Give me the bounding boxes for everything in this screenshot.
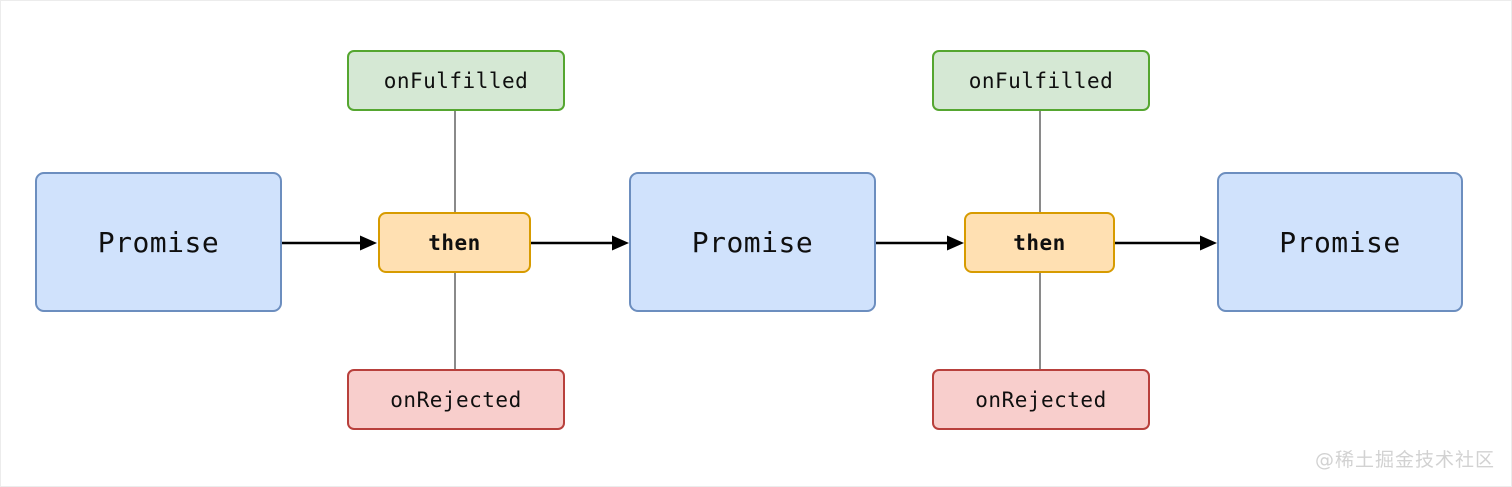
arrow-promise2-to-then2 xyxy=(876,233,964,253)
arrow-then2-to-promise3 xyxy=(1115,233,1217,253)
connector-fulfilled-then-1 xyxy=(454,106,456,216)
arrow-then1-to-promise2 xyxy=(531,233,629,253)
node-then-1[interactable]: then xyxy=(378,212,531,273)
node-on-rejected-2[interactable]: onRejected xyxy=(932,369,1150,430)
arrow-promise1-to-then1 xyxy=(282,233,377,253)
connector-fulfilled-then-2 xyxy=(1039,106,1041,216)
connector-then-rejected-1 xyxy=(454,269,456,371)
node-promise-2[interactable]: Promise xyxy=(629,172,876,312)
node-on-fulfilled-2[interactable]: onFulfilled xyxy=(932,50,1150,111)
node-on-rejected-1[interactable]: onRejected xyxy=(347,369,565,430)
node-promise-1[interactable]: Promise xyxy=(35,172,282,312)
node-promise-3[interactable]: Promise xyxy=(1217,172,1463,312)
watermark: @稀土掘金技术社区 xyxy=(1314,449,1495,471)
node-then-2[interactable]: then xyxy=(964,212,1115,273)
node-on-fulfilled-1[interactable]: onFulfilled xyxy=(347,50,565,111)
connector-then-rejected-2 xyxy=(1039,269,1041,371)
